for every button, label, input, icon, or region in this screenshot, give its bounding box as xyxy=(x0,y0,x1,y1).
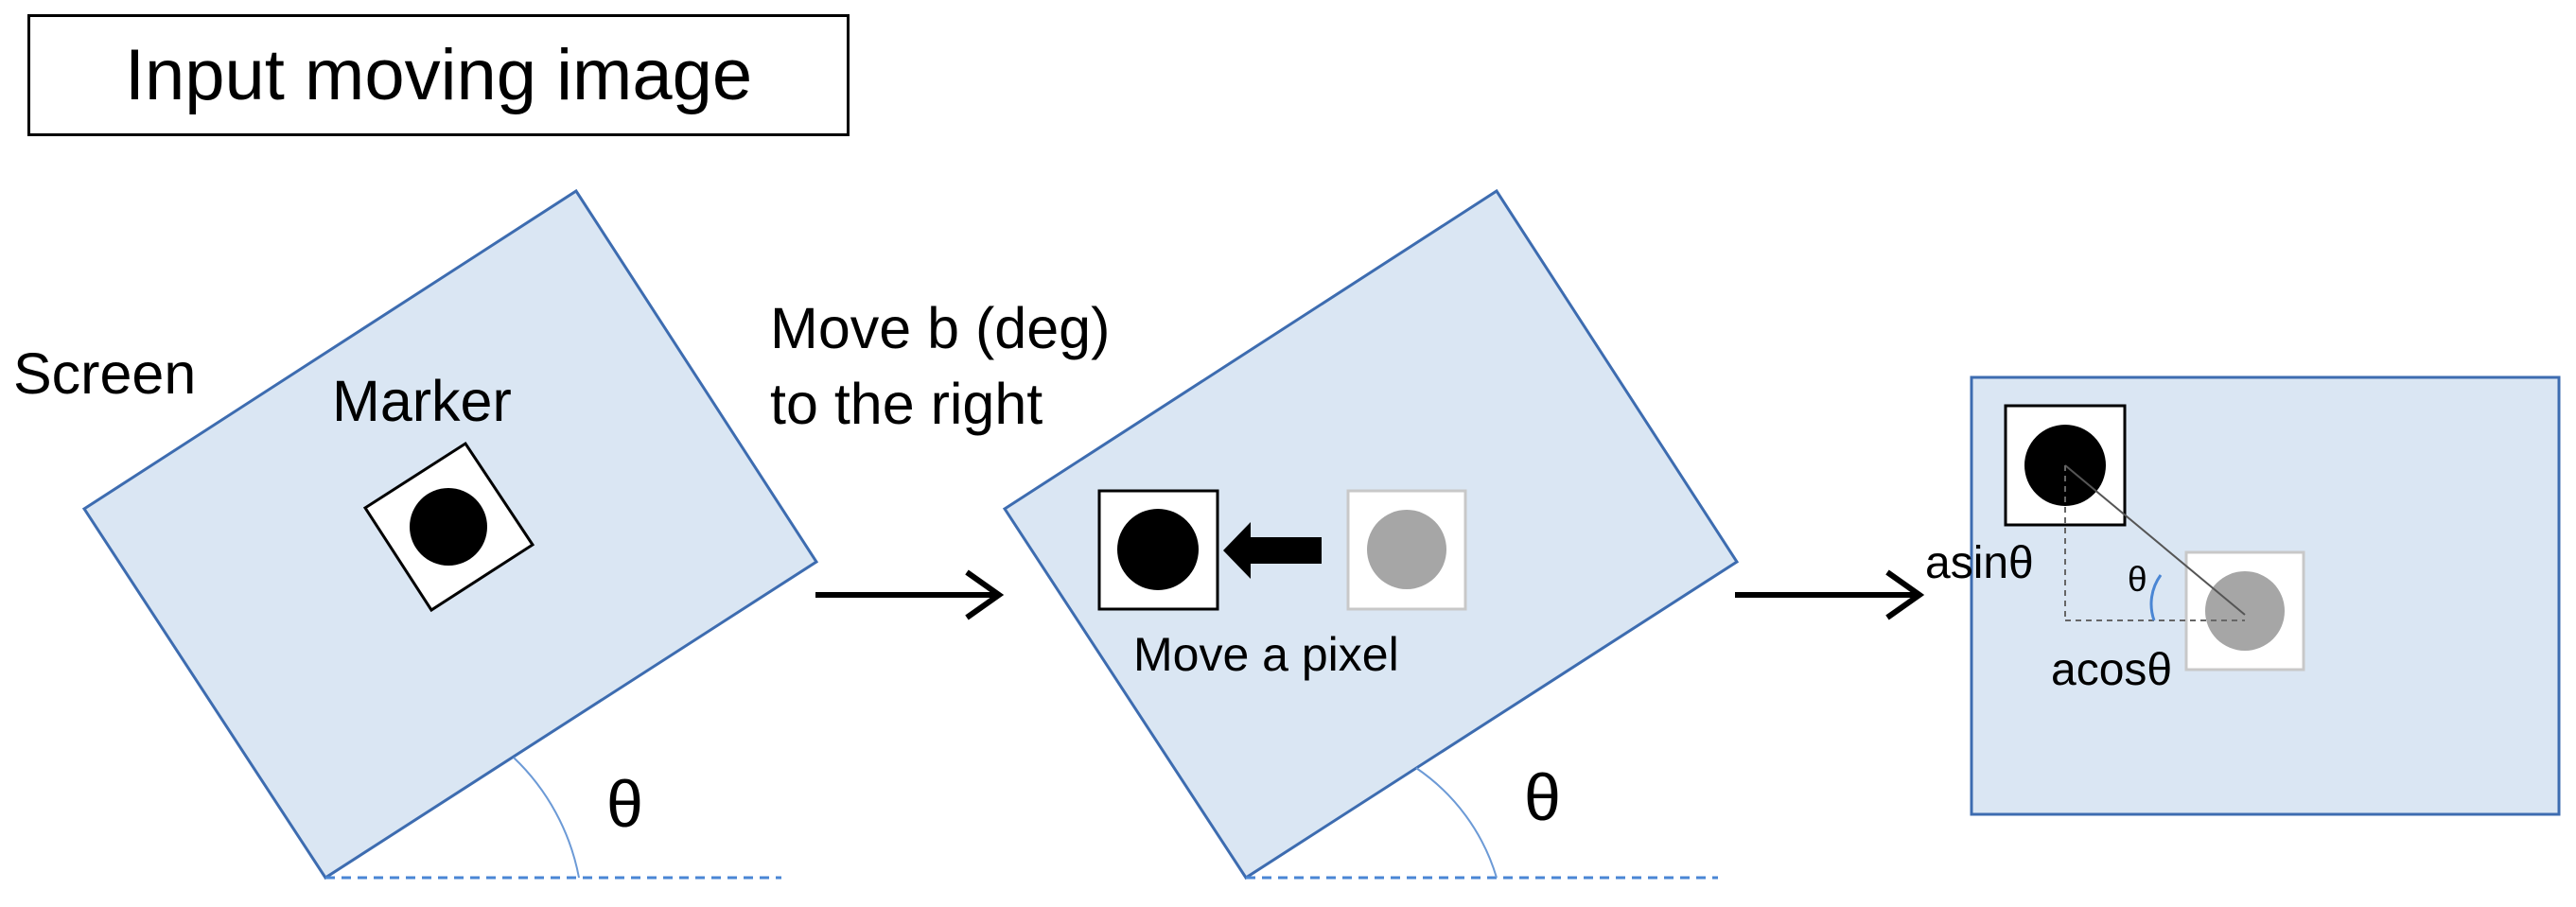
asin-label: asinθ xyxy=(1925,538,2034,588)
move-left-arrow xyxy=(1223,522,1322,579)
moved-marker-dot-right xyxy=(2205,571,2285,651)
screen-label: Screen xyxy=(13,341,197,406)
arrow-right-2 xyxy=(1735,569,1925,620)
move-a-pixel-label: Move a pixel xyxy=(1133,628,1399,681)
moved-marker-dot xyxy=(1367,510,1446,589)
theta-label-left: θ xyxy=(606,767,643,841)
displacement-line xyxy=(2064,464,2246,616)
angle-arc-middle xyxy=(1415,767,1498,879)
marker-label: Marker xyxy=(332,369,512,433)
angle-arc-left xyxy=(513,757,580,879)
angle-arc-right xyxy=(2149,574,2163,621)
title-box: Input moving image xyxy=(27,14,850,136)
acos-label: acosθ xyxy=(2051,645,2173,695)
marker-dot-middle xyxy=(1117,509,1199,590)
theta-label-small: θ xyxy=(2128,560,2147,599)
page-title: Input moving image xyxy=(124,35,753,115)
marker-dot xyxy=(410,488,487,566)
move-b-label-line2: to the right xyxy=(770,372,1043,436)
arrow-right-1 xyxy=(815,569,1005,620)
theta-label-middle: θ xyxy=(1524,760,1561,834)
move-b-label-line1: Move b (deg) xyxy=(770,296,1111,360)
